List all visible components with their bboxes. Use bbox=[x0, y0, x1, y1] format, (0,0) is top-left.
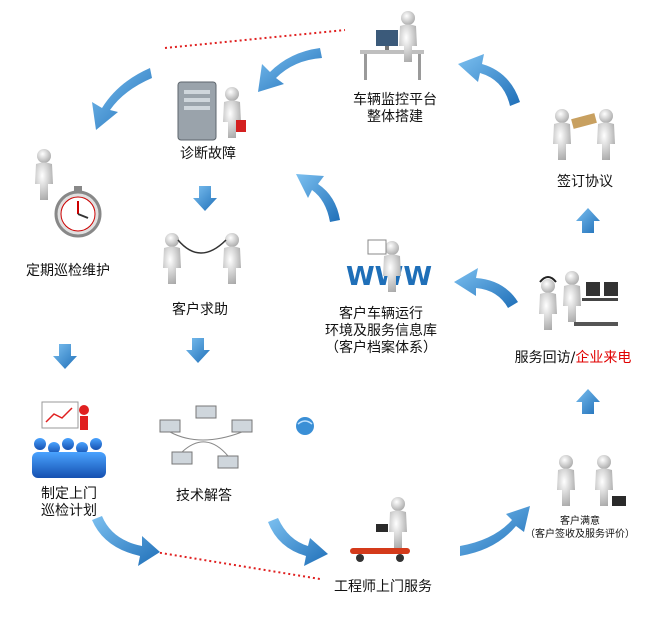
info-database-illustration: WWW bbox=[346, 239, 432, 292]
arrow-down-diagnose-to-help bbox=[193, 186, 217, 211]
globe-icon bbox=[296, 417, 314, 435]
satisfied-label: 客户满意 （客户签收及服务评价） bbox=[525, 516, 635, 540]
curved-arrow-sign-to-platform bbox=[458, 54, 520, 106]
sign-agreement-illustration bbox=[553, 109, 615, 160]
curved-arrow-platform-to-diagnose bbox=[258, 48, 322, 92]
diagnose-label: 诊断故障 bbox=[180, 146, 236, 162]
service-visit-highlight: 企业来电 bbox=[575, 350, 632, 366]
engineer-visit-label: 工程师上门服务 bbox=[334, 579, 432, 595]
curved-arrow-top-left bbox=[92, 68, 152, 130]
arrow-up-satisfied-to-visit bbox=[576, 389, 600, 414]
customer-help-label: 客户求助 bbox=[172, 302, 228, 318]
engineer-visit-illustration bbox=[350, 497, 410, 562]
dotted-connector-bottom bbox=[154, 551, 321, 580]
customer-help-illustration bbox=[163, 233, 241, 284]
curved-arrow-db-to-diagnose bbox=[296, 174, 340, 222]
curved-arrow-visit-to-db bbox=[454, 268, 518, 308]
curved-arrow-tech-to-engineer bbox=[268, 518, 328, 566]
plan-visit-label: 制定上门 巡检计划 bbox=[41, 486, 97, 519]
monitor-platform-illustration bbox=[360, 11, 424, 80]
info-database-label: 客户车辆运行 环境及服务信息库 （客户档案体系） bbox=[325, 306, 437, 356]
plan-visit-illustration bbox=[32, 401, 106, 478]
sign-agreement-label: 签订协议 bbox=[557, 174, 613, 190]
service-visit-label: 服务回访/企业来电 bbox=[514, 350, 632, 366]
arrow-down-help-to-tech bbox=[186, 338, 210, 363]
curved-arrow-plan-to-engineer bbox=[92, 516, 160, 566]
patrol-stopwatch-illustration bbox=[35, 149, 102, 238]
dotted-connector-top bbox=[164, 29, 346, 49]
arrow-up-visit-to-sign bbox=[576, 208, 600, 233]
tech-answer-illustration bbox=[159, 405, 253, 469]
tech-answer-label: 技术解答 bbox=[176, 488, 232, 504]
diagnose-illustration bbox=[177, 81, 246, 141]
service-visit-illustration bbox=[539, 271, 618, 330]
curved-arrow-engineer-to-satisfied bbox=[460, 506, 530, 556]
monitor-platform-label: 车辆监控平台 整体搭建 bbox=[353, 92, 437, 125]
satisfied-handshake-illustration bbox=[557, 455, 626, 506]
arrow-down-patrol-to-plan bbox=[53, 344, 77, 369]
patrol-maintain-label: 定期巡检维护 bbox=[26, 263, 110, 279]
